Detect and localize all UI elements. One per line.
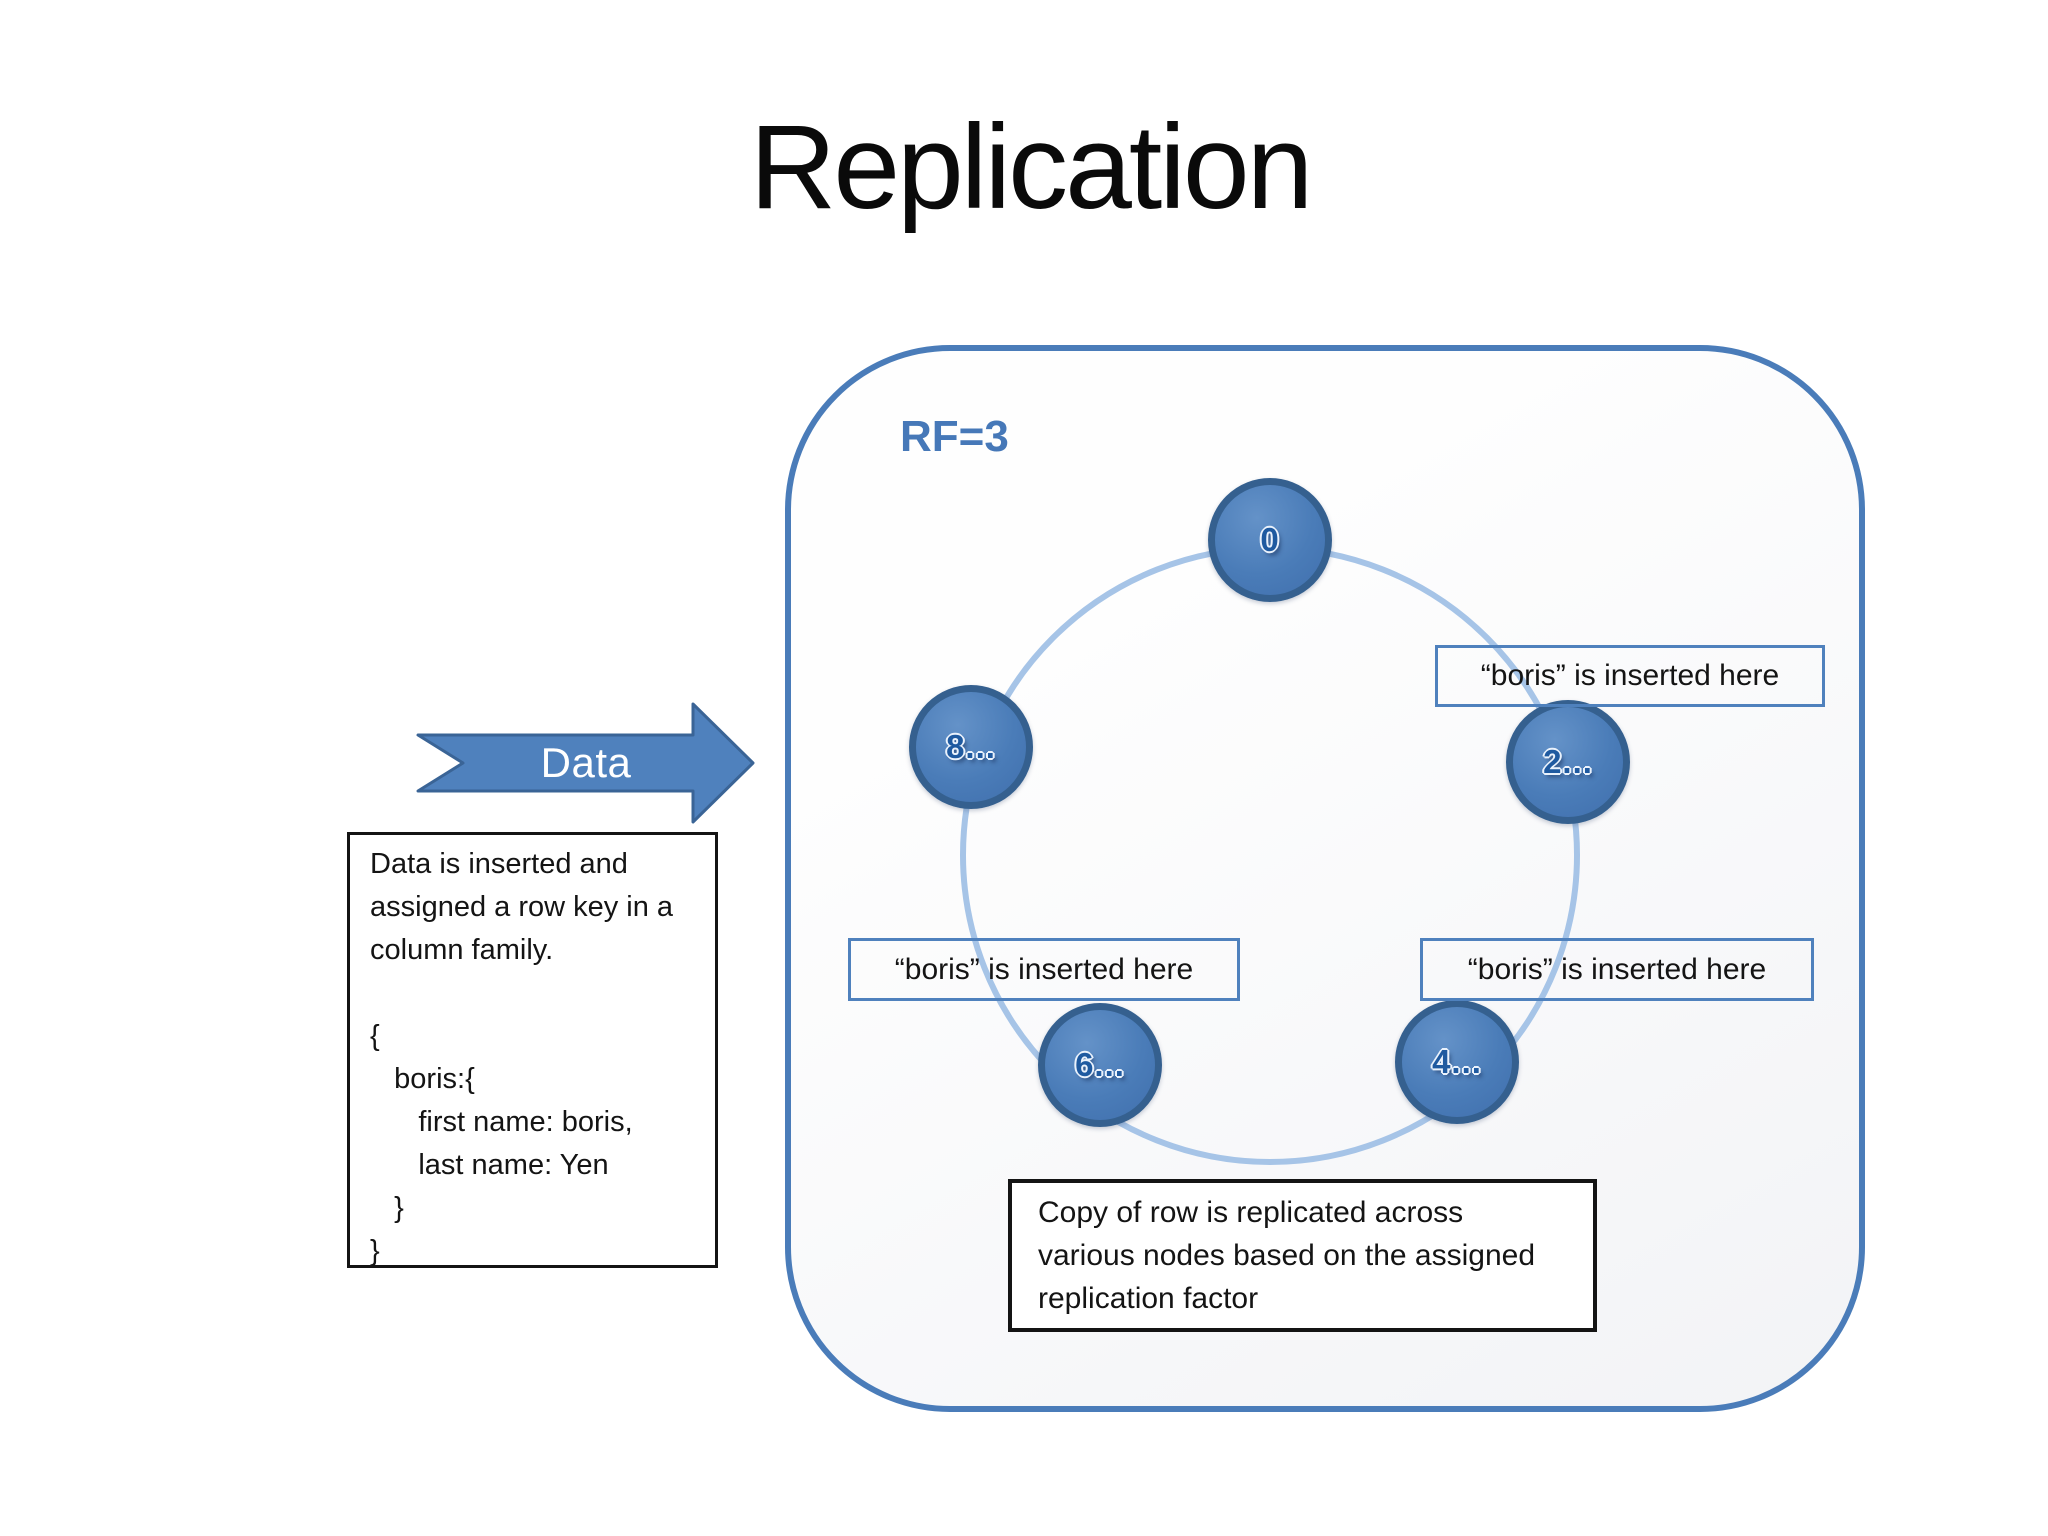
ring-node-2-label: 2... — [1543, 743, 1593, 780]
insert-note-box: Data is inserted and assigned a row key … — [347, 832, 718, 1268]
data-arrow-label: Data — [540, 739, 632, 786]
ring-node-4: 4... — [1395, 1000, 1519, 1124]
callout-boris-node2: “boris” is inserted here — [1435, 645, 1825, 707]
ring-node-8: 8... — [909, 685, 1033, 809]
ring-node-8-label: 8... — [946, 728, 996, 765]
ring-node-0: 0 — [1208, 478, 1332, 602]
ring-node-6-label: 6... — [1075, 1046, 1125, 1083]
slide-title: Replication — [749, 100, 1314, 234]
callout-boris-node4: “boris” is inserted here — [1420, 938, 1814, 1001]
ring-node-6: 6... — [1038, 1003, 1162, 1127]
replication-note-box: Copy of row is replicated across various… — [1008, 1179, 1597, 1332]
rf-label: RF=3 — [900, 412, 1009, 461]
ring-node-2: 2... — [1506, 700, 1630, 824]
ring-node-4-label: 4... — [1432, 1043, 1482, 1080]
callout-boris-node6: “boris” is inserted here — [848, 938, 1240, 1001]
ring-node-0-label: 0 — [1260, 521, 1280, 558]
